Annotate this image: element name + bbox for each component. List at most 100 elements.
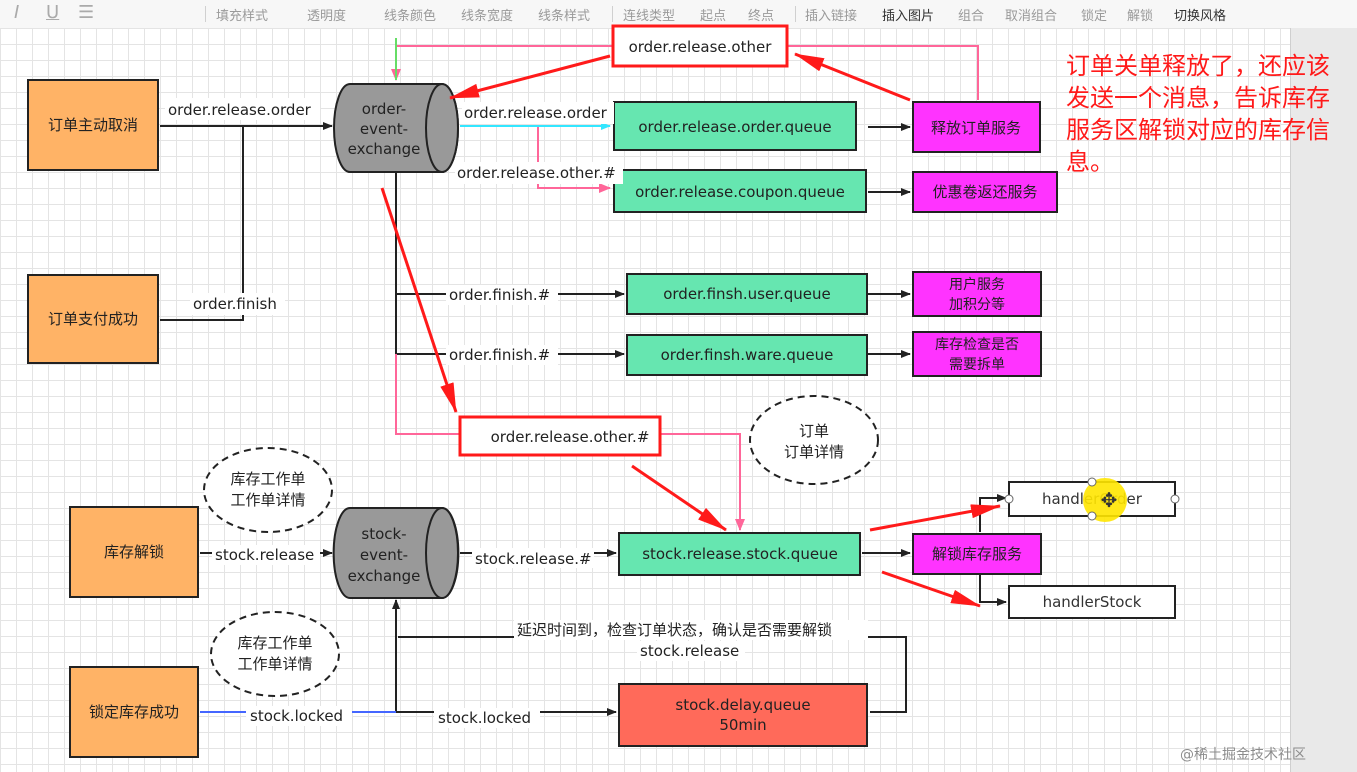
ware-service-line-1: 库存检查是否 bbox=[935, 337, 1019, 353]
stock-exchange-line-1: stock- bbox=[361, 525, 406, 543]
ellipse-task1-line-2: 工作单详情 bbox=[230, 491, 305, 509]
tb-line-style[interactable]: 线条样式 bbox=[538, 9, 591, 24]
label-bg bbox=[472, 548, 594, 568]
node-stock-locked-ok-label: 锁定库存成功 bbox=[89, 703, 179, 721]
red-arrow-to-handler-order bbox=[869, 504, 1001, 532]
node-order-cancel[interactable]: 订单主动取消 bbox=[27, 79, 159, 171]
delay-queue-line-1: stock.delay.queue bbox=[675, 696, 810, 714]
label-release-order-a: order.release.order bbox=[168, 101, 312, 119]
edge-service-to-handler-order bbox=[979, 494, 1007, 532]
node-coupon-service[interactable]: 优惠卷返还服务 bbox=[912, 171, 1058, 213]
label-stock-locked-b: stock.locked bbox=[438, 709, 531, 727]
label-bg bbox=[514, 620, 868, 640]
node-stock-locked-ok[interactable]: 锁定库存成功 bbox=[69, 666, 199, 758]
node-stock-unlock-label: 库存解锁 bbox=[104, 543, 164, 561]
ellipse-stock-task-2[interactable]: 库存工作单 工作单详情 bbox=[210, 611, 340, 697]
toolbar-divider bbox=[205, 6, 206, 22]
node-order-cancel-label: 订单主动取消 bbox=[48, 116, 138, 134]
tb-insert-link[interactable]: 插入链接 bbox=[805, 9, 858, 24]
tb-line-color[interactable]: 线条颜色 bbox=[384, 9, 437, 24]
tb-switch-style[interactable]: 切换风格 bbox=[1174, 9, 1227, 24]
release-order-service-label: 释放订单服务 bbox=[931, 119, 1021, 137]
tb-ungroup[interactable]: 取消组合 bbox=[1005, 9, 1058, 24]
order-exchange-line-2: event- bbox=[360, 120, 408, 138]
node-release-order-queue[interactable]: order.release.order.queue bbox=[613, 101, 857, 151]
label-bg bbox=[165, 98, 320, 120]
toolbar-divider bbox=[795, 6, 796, 22]
node-order-event-exchange[interactable]: order- event- exchange bbox=[333, 83, 459, 173]
label-release-other: order.release.other bbox=[629, 38, 773, 56]
label-bg bbox=[446, 345, 558, 365]
label-bg bbox=[190, 293, 285, 315]
right-panel bbox=[1290, 28, 1357, 772]
ellipse-task1-line-1: 库存工作单 bbox=[230, 470, 305, 488]
unlock-stock-service-label: 解锁库存服务 bbox=[932, 545, 1022, 563]
selection-handles[interactable]: ✥ bbox=[1004, 477, 1180, 522]
handler-stock-label: handlerStock bbox=[1043, 593, 1142, 611]
tb-lock[interactable]: 锁定 bbox=[1081, 9, 1108, 24]
tb-end-point[interactable]: 终点 bbox=[748, 9, 775, 24]
watermark: @稀土掘金技术社区 bbox=[1180, 747, 1306, 763]
tb-start-point[interactable]: 起点 bbox=[700, 9, 727, 24]
node-handler-stock[interactable]: handlerStock bbox=[1008, 585, 1176, 619]
label-bg bbox=[637, 641, 745, 661]
finish-user-queue-label: order.finsh.user.queue bbox=[663, 285, 831, 303]
node-unlock-stock-service[interactable]: 解锁库存服务 bbox=[912, 533, 1042, 575]
node-ware-service[interactable]: 库存检查是否 需要拆单 bbox=[912, 331, 1042, 377]
edge-paid-to-exchange bbox=[160, 126, 244, 321]
delay-queue-line-2: 50min bbox=[719, 716, 766, 734]
label-finish-ware: order.finish.# bbox=[449, 346, 550, 364]
red-arrow-to-stock-queue bbox=[631, 464, 727, 532]
label-bg bbox=[434, 708, 540, 728]
node-stock-event-exchange[interactable]: stock- event- exchange bbox=[332, 507, 460, 599]
red-arrow-to-release-other bbox=[794, 52, 911, 102]
ellipse-stock-task-1[interactable]: 库存工作单 工作单详情 bbox=[203, 447, 333, 533]
ellipse-task2-line-2: 工作单详情 bbox=[237, 655, 312, 673]
tb-insert-image[interactable]: 插入图片 bbox=[882, 9, 935, 24]
release-coupon-queue-label: order.release.coupon.queue bbox=[635, 183, 845, 201]
node-release-stock-queue[interactable]: stock.release.stock.queue bbox=[618, 532, 861, 576]
tb-fill-style[interactable]: 填充样式 bbox=[216, 9, 269, 24]
tb-opacity[interactable]: 透明度 bbox=[307, 9, 347, 24]
label-bg bbox=[446, 285, 558, 305]
label-release-other-hash: order.release.other.# bbox=[491, 428, 650, 446]
move-cursor-icon: ✥ bbox=[1101, 488, 1118, 512]
label-bg bbox=[212, 545, 320, 565]
stock-exchange-line-2: event- bbox=[360, 546, 408, 564]
tb-group[interactable]: 组合 bbox=[958, 9, 985, 24]
node-finish-ware-queue[interactable]: order.finsh.ware.queue bbox=[626, 334, 868, 376]
label-stock-locked-a: stock.locked bbox=[250, 707, 343, 725]
stock-exchange-line-3: exchange bbox=[348, 567, 421, 585]
label-release-other-hash-small: order.release.other.# bbox=[457, 164, 616, 182]
release-stock-queue-label: stock.release.stock.queue bbox=[642, 545, 838, 563]
label-delay-note: 延迟时间到，检查订单状态，确认是否需要解锁 bbox=[517, 621, 832, 639]
italic-icon[interactable]: I bbox=[14, 2, 20, 23]
underline-icon[interactable]: U bbox=[46, 2, 60, 23]
node-finish-user-queue[interactable]: order.finsh.user.queue bbox=[626, 273, 868, 315]
ellipse-task2-line-1: 库存工作单 bbox=[237, 634, 312, 652]
release-order-queue-label: order.release.order.queue bbox=[638, 118, 831, 136]
red-arrow-to-handler-stock bbox=[881, 570, 981, 608]
node-stock-unlock[interactable]: 库存解锁 bbox=[69, 506, 199, 598]
node-release-coupon-queue[interactable]: order.release.coupon.queue bbox=[613, 169, 867, 213]
node-order-paid[interactable]: 订单支付成功 bbox=[27, 274, 159, 364]
node-release-order-service[interactable]: 释放订单服务 bbox=[912, 101, 1041, 153]
label-bg bbox=[246, 706, 352, 726]
edge-release-coupon bbox=[537, 126, 611, 193]
ellipse-order-entities[interactable]: 订单 订单详情 bbox=[749, 395, 879, 485]
ellipse-order-line-1: 订单 bbox=[799, 422, 829, 440]
align-icon[interactable]: ☰ bbox=[78, 2, 95, 23]
label-finish: order.finish bbox=[193, 295, 277, 313]
tb-line-width[interactable]: 线条宽度 bbox=[461, 9, 514, 24]
tb-unlock[interactable]: 解锁 bbox=[1127, 9, 1154, 24]
node-order-paid-label: 订单支付成功 bbox=[48, 310, 138, 328]
tb-connector-type[interactable]: 连线类型 bbox=[623, 9, 676, 24]
highlight-release-other-hash: order.release.other.# bbox=[458, 415, 662, 457]
node-delay-queue[interactable]: stock.delay.queue 50min bbox=[618, 683, 868, 747]
red-arrow-down-to-hash bbox=[380, 187, 458, 413]
finish-ware-queue-label: order.finsh.ware.queue bbox=[661, 346, 834, 364]
node-user-service[interactable]: 用户服务 加积分等 bbox=[912, 271, 1042, 317]
label-release-order-b: order.release.order bbox=[464, 104, 608, 122]
ellipse-order-line-2: 订单详情 bbox=[784, 443, 844, 461]
edge-service-to-handler-stock bbox=[979, 574, 1007, 606]
